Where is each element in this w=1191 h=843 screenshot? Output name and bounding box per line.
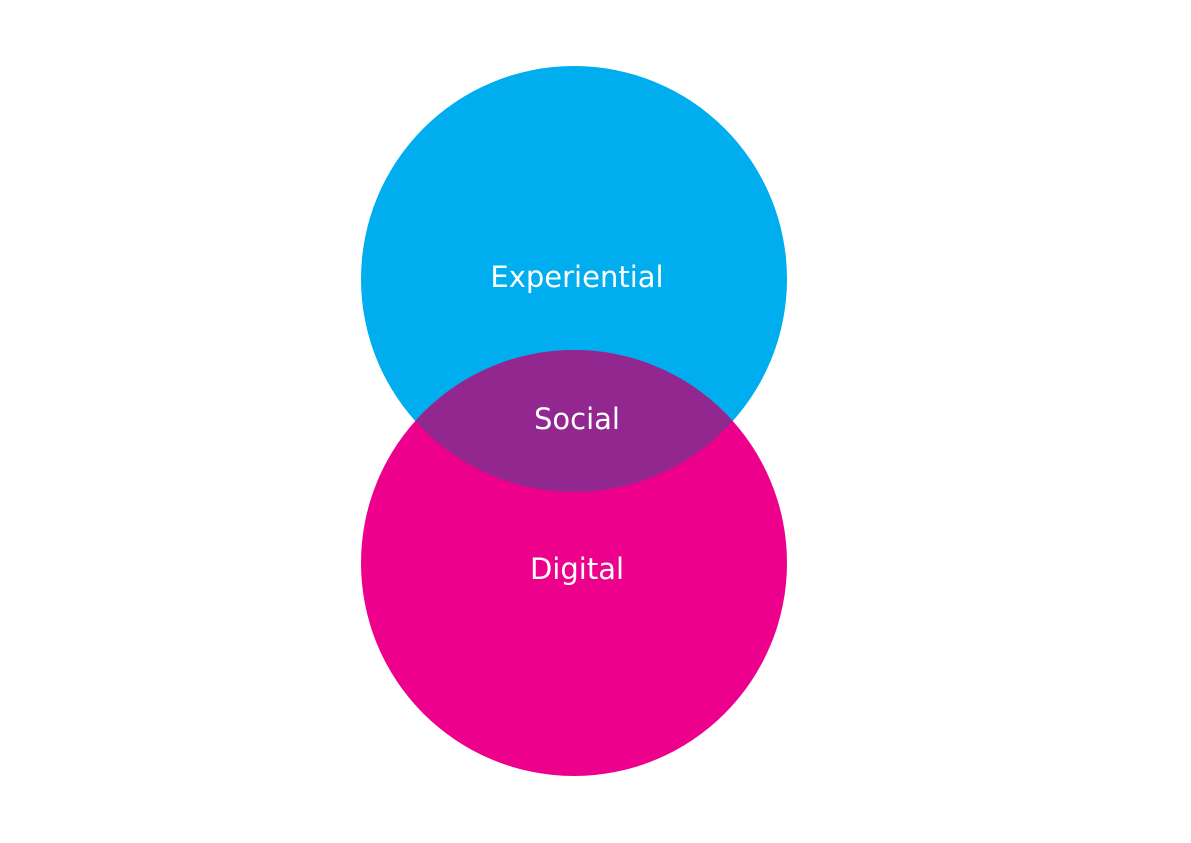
experiential-label: Experiential bbox=[490, 260, 663, 294]
digital-label: Digital bbox=[530, 552, 624, 586]
social-overlap bbox=[361, 350, 787, 492]
social-label: Social bbox=[534, 402, 620, 436]
